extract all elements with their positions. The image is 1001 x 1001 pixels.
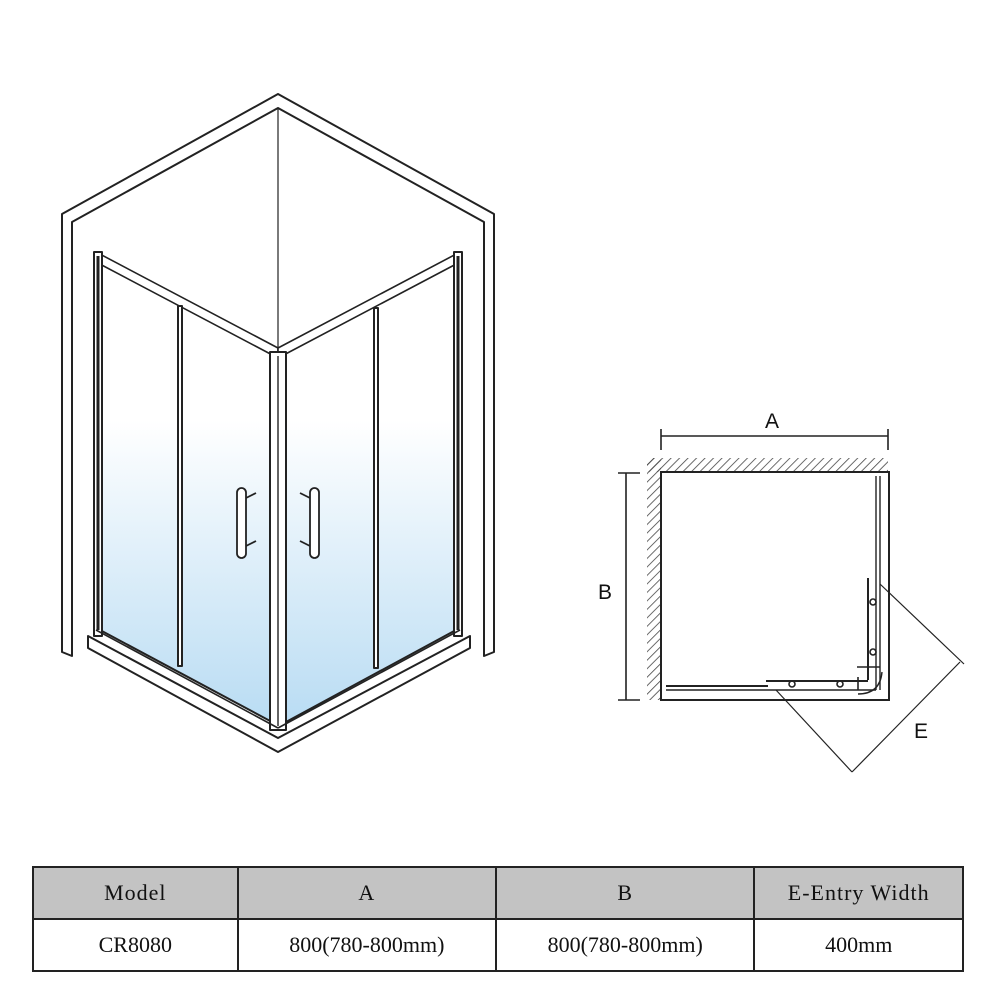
header-a: A	[236, 866, 498, 920]
cell-model: CR8080	[32, 918, 239, 972]
tray-outline	[660, 471, 890, 701]
left-door-handle	[236, 487, 257, 559]
side-wall-hatch	[647, 458, 661, 700]
left-door-edge	[177, 305, 183, 667]
spec-table-header: Model A B E-Entry Width	[32, 866, 964, 920]
perspective-view	[61, 93, 495, 753]
header-entry-width: E-Entry Width	[753, 866, 964, 920]
cell-b: 800(780-800mm)	[494, 918, 756, 972]
cell-entry-width: 400mm	[753, 918, 964, 972]
dimension-label-b: B	[598, 581, 613, 604]
header-model: Model	[32, 866, 239, 920]
cell-a: 800(780-800mm)	[236, 918, 498, 972]
back-wall-hatch	[647, 458, 888, 472]
table-row: CR8080 800(780-800mm) 800(780-800mm) 400…	[32, 918, 964, 972]
header-b: B	[494, 866, 756, 920]
dimension-label-e: E	[914, 720, 929, 743]
right-door-handle	[299, 487, 320, 559]
spec-table: Model A B E-Entry Width CR8080 800(780-8…	[32, 866, 964, 972]
dimension-label-a: A	[765, 410, 780, 433]
right-door-edge	[373, 307, 379, 669]
shower-tray	[87, 635, 471, 753]
plan-view	[618, 429, 965, 773]
